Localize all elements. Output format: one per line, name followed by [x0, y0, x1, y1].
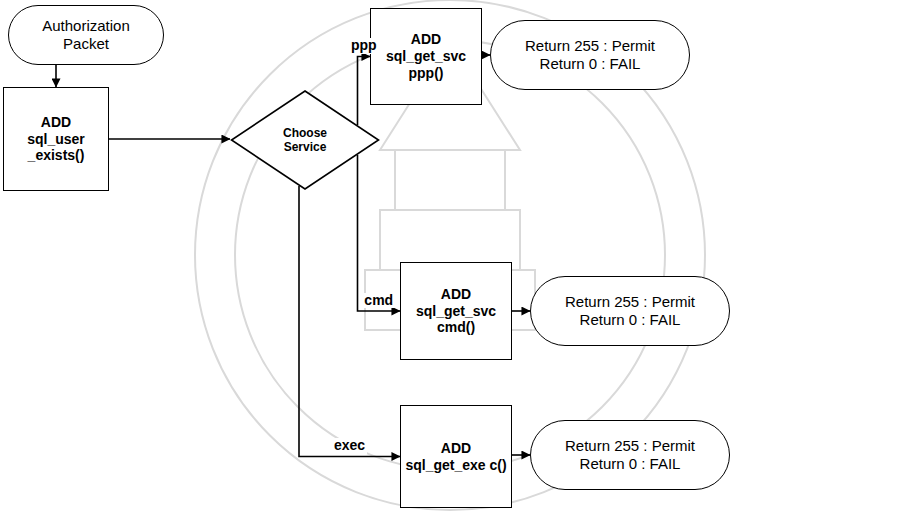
- node-text: Return 255 : Permit: [565, 293, 695, 311]
- process-box: ADD sql_get_svc ppp(): [370, 8, 482, 105]
- edge-label: exec: [332, 438, 367, 453]
- node-text: Return 0 : FAIL: [580, 455, 681, 473]
- node-text: Return 0 : FAIL: [580, 311, 681, 329]
- node-text: ADD sql_get_svc cmd(): [401, 286, 511, 336]
- flow-arrow: [482, 54, 490, 56]
- node-text: ADD sql_get_exe c(): [401, 440, 511, 474]
- flow-arrow: [109, 138, 230, 140]
- flow-arrow: [512, 310, 530, 312]
- flow-arrow: [55, 65, 57, 87]
- node-text: Return 0 : FAIL: [540, 55, 641, 73]
- node-text: ADD sql_get_svc ppp(): [371, 31, 481, 81]
- flow-arrow: [512, 454, 530, 456]
- start-terminal: Authorization Packet: [8, 5, 164, 65]
- process-box: ADD sql_get_exe c(): [400, 405, 512, 508]
- flow-arrow: [299, 186, 400, 457]
- node-text: Choose Service: [270, 126, 340, 155]
- result-terminal: Return 255 : PermitReturn 0 : FAIL: [490, 20, 690, 90]
- edge-label: ppp: [349, 38, 379, 53]
- result-terminal: Return 255 : PermitReturn 0 : FAIL: [530, 276, 730, 346]
- node-text: ADD sql_user _exists(): [17, 114, 95, 164]
- flow-arrow: [358, 57, 371, 126]
- decision-diamond: Choose Service: [230, 90, 380, 190]
- result-terminal: Return 255 : PermitReturn 0 : FAIL: [530, 420, 730, 490]
- process-box: ADD sql_user _exists(): [3, 87, 109, 191]
- process-box: ADD sql_get_svc cmd(): [400, 262, 512, 360]
- node-text: Return 255 : Permit: [565, 437, 695, 455]
- node-text: Return 255 : Permit: [525, 37, 655, 55]
- flow-arrow: [358, 155, 401, 311]
- node-text: Authorization Packet: [26, 17, 146, 53]
- edge-label: cmd: [362, 293, 395, 308]
